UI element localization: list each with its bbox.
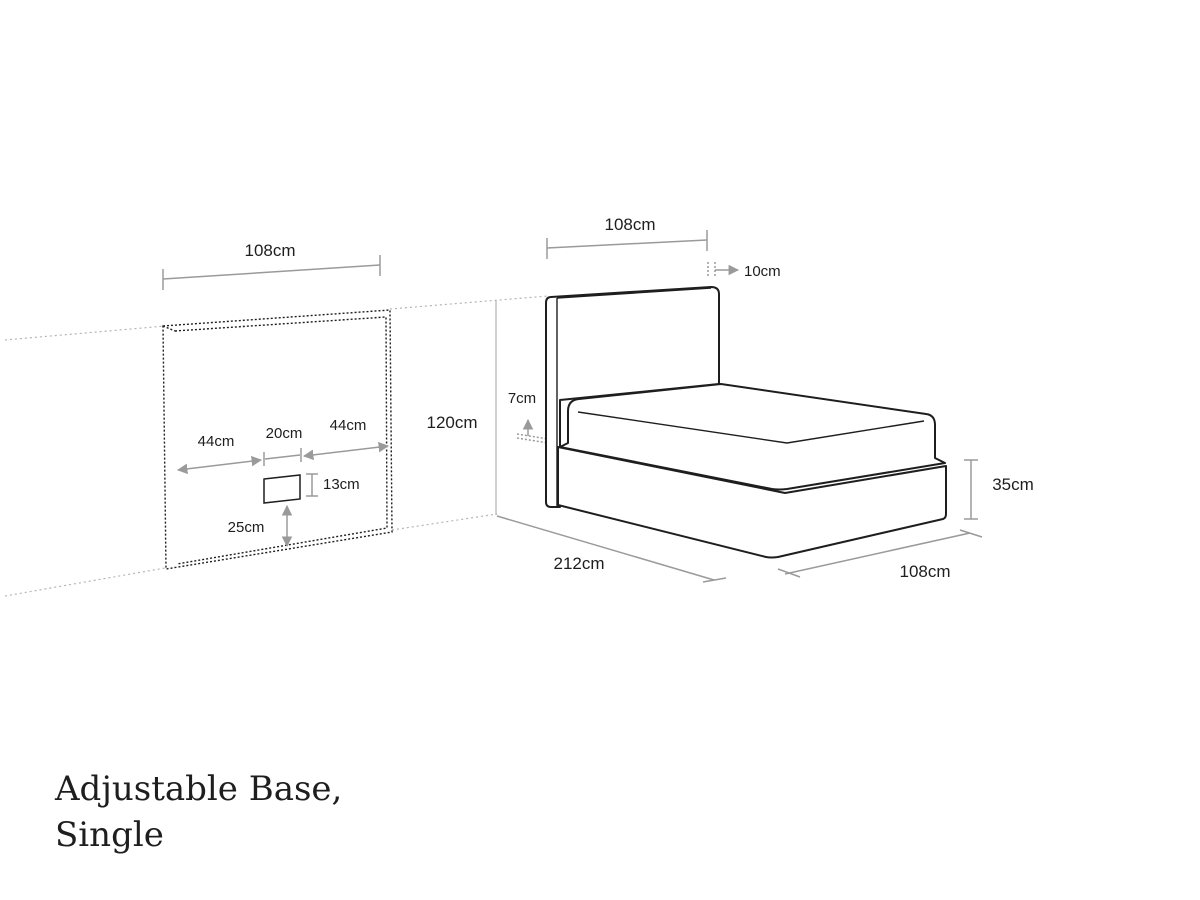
socket-offset-dimensions xyxy=(176,441,390,548)
socket-height-label: 13cm xyxy=(323,476,360,493)
floor-guide-right xyxy=(391,513,498,531)
room-guides xyxy=(4,295,549,597)
headboard-height-label: 120cm xyxy=(426,413,477,432)
base-height-dimension xyxy=(964,459,978,520)
mattress xyxy=(559,383,946,491)
bed-width-dimension xyxy=(777,529,983,578)
wall-top-guide-right xyxy=(389,295,549,310)
right-offset-label: 44cm xyxy=(330,417,367,434)
wall-width-dimension xyxy=(162,255,381,290)
right-offset-dim-line xyxy=(302,441,390,461)
headboard-top-edge xyxy=(556,287,712,299)
product-title-line-2: Single xyxy=(55,815,164,855)
headboard-width-dimension xyxy=(546,230,708,259)
mattress-top-seam xyxy=(577,411,925,444)
bed-base xyxy=(557,446,947,559)
power-socket-icon xyxy=(263,474,301,504)
headboard-width-label: 108cm xyxy=(604,215,655,234)
wall-top-guide-left xyxy=(4,325,166,341)
left-offset-label: 44cm xyxy=(198,433,235,450)
headboard xyxy=(545,286,720,508)
floor-guide-left xyxy=(4,567,166,597)
product-title-line-1: Adjustable Base, xyxy=(55,769,343,809)
bed-length-dimension xyxy=(496,515,727,583)
floor-clearance-label: 7cm xyxy=(508,390,536,407)
bed-width-label: 108cm xyxy=(899,562,950,581)
bed-length-label: 212cm xyxy=(553,554,604,573)
socket-floor-label: 25cm xyxy=(228,519,265,536)
product-title: Adjustable Base, Single xyxy=(55,766,342,858)
base-height-label: 35cm xyxy=(992,475,1034,494)
socket-width-label: 20cm xyxy=(266,425,303,442)
headboard-depth-dimension xyxy=(707,262,740,277)
socket-width-dim-line xyxy=(264,454,301,460)
bed xyxy=(545,286,947,559)
headboard-depth-label: 10cm xyxy=(744,263,781,280)
left-offset-dim-line xyxy=(176,455,263,475)
wall-width-label: 108cm xyxy=(244,241,295,260)
floor-clearance-dimension xyxy=(516,418,549,444)
